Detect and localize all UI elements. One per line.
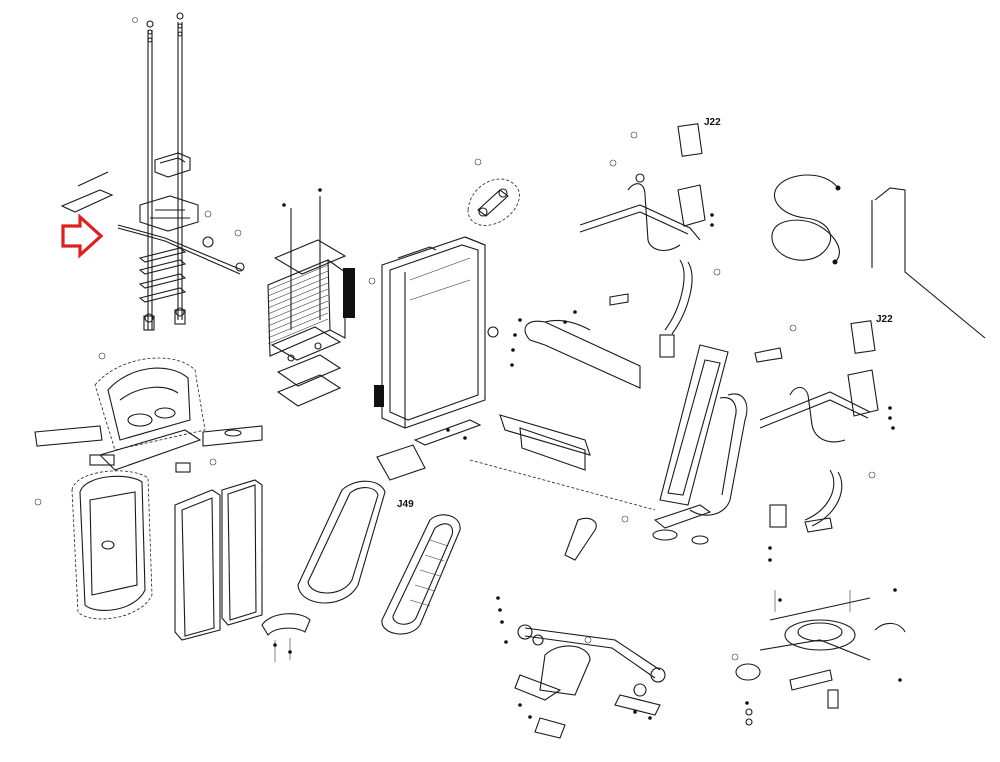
callout-label: J49	[397, 499, 414, 510]
highlight-arrow-icon	[61, 213, 104, 259]
console-shroud	[89, 357, 206, 471]
weight-guide-rod-assembly	[60, 12, 245, 331]
cable-loops	[771, 174, 986, 339]
callout-label: J22	[876, 314, 893, 325]
pedal-bracket	[261, 613, 311, 662]
handlebar-assembly: J22	[579, 117, 721, 358]
pedal-frame	[381, 514, 461, 635]
crank-linkage	[514, 624, 666, 739]
main-frame	[469, 319, 748, 561]
reference-circles	[34, 17, 876, 661]
weight-tower-frame	[374, 236, 499, 446]
weight-plate-stack	[267, 196, 355, 407]
right-handlebar-assembly: J22	[754, 314, 893, 533]
side-cover-panel	[71, 470, 153, 620]
drive-unit	[735, 590, 906, 726]
foot-pedal-j49: J49	[297, 444, 426, 604]
shroud-covers	[174, 479, 263, 641]
hardware-fasteners	[273, 188, 902, 720]
pulley-bracket	[467, 178, 520, 226]
handle-grips	[34, 425, 263, 473]
callout-label: J22	[704, 117, 721, 128]
